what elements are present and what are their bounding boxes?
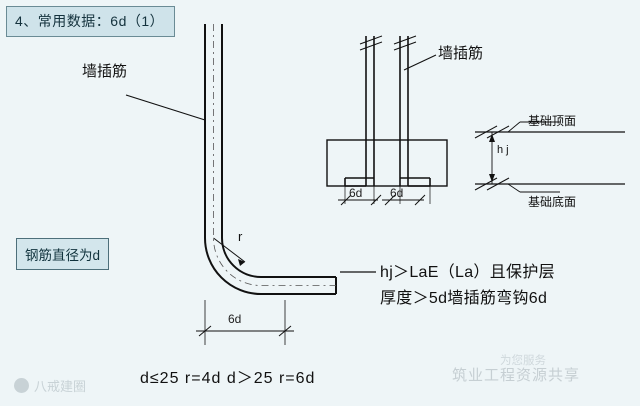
dimension-6d-main: 6d	[228, 312, 242, 326]
label-wall-bar-left: 墙插筋	[82, 63, 128, 80]
watermark-right: 为您服务	[500, 355, 546, 367]
note-line-2: 厚度＞5d墙插筋弯钩6d	[380, 290, 548, 307]
watermark-brand: 八戒建圈	[14, 376, 86, 395]
hj-arrow-top	[489, 134, 495, 142]
hatch-top-1	[474, 125, 498, 139]
dimension-6d-detail-right: 6d	[390, 186, 404, 200]
wall-bar-right-leader	[403, 54, 437, 71]
foundation-top-leader-tail	[507, 121, 521, 133]
rebar-centerline	[213, 24, 336, 286]
hatch-bottom-2	[486, 177, 510, 191]
label-foundation-top: 基础顶面	[528, 114, 577, 128]
detail-dim-tick-a	[340, 194, 352, 206]
rebar-outer-line	[204, 24, 336, 295]
watermark-center: 筑业工程资源共享	[452, 367, 581, 384]
rebar-inner-line	[221, 24, 336, 278]
detail-dim-tick-b	[370, 194, 382, 206]
dim-tick-right	[278, 325, 292, 337]
dim-tick-left	[198, 325, 212, 337]
dimension-radius: r	[238, 229, 243, 244]
radius-arrow-head	[238, 259, 245, 266]
dimension-6d-detail-left: 6d	[349, 186, 363, 200]
formula-text: d≤25 r=4d d＞25 r=6d	[140, 370, 316, 387]
label-rebar-diameter: 钢筋直径为d	[16, 238, 110, 270]
radius-leader	[213, 237, 246, 263]
hatch-bottom-1	[474, 177, 498, 191]
label-foundation-bottom: 基础底面	[528, 195, 577, 209]
brand-logo-icon	[14, 378, 29, 393]
hatch-top-2	[486, 125, 510, 139]
foundation-outline	[326, 139, 448, 187]
hj-arrow-bottom	[489, 174, 495, 182]
break-mark-left	[359, 35, 383, 51]
foundation-bottom-leader-tail	[507, 183, 521, 193]
break-mark-right	[393, 35, 417, 51]
section-title-tag: 4、常用数据：6d（1）	[6, 6, 176, 37]
brand-label: 八戒建圈	[34, 379, 87, 394]
label-wall-bar-right: 墙插筋	[438, 45, 484, 62]
wall-bar-left-leader	[125, 94, 206, 121]
label-hj: h j	[497, 144, 509, 156]
detail-dim-tick-d	[414, 194, 426, 206]
detail-dim-tick-c	[384, 194, 396, 206]
note-line-1: hj＞LaE（La）且保护层	[380, 264, 555, 281]
